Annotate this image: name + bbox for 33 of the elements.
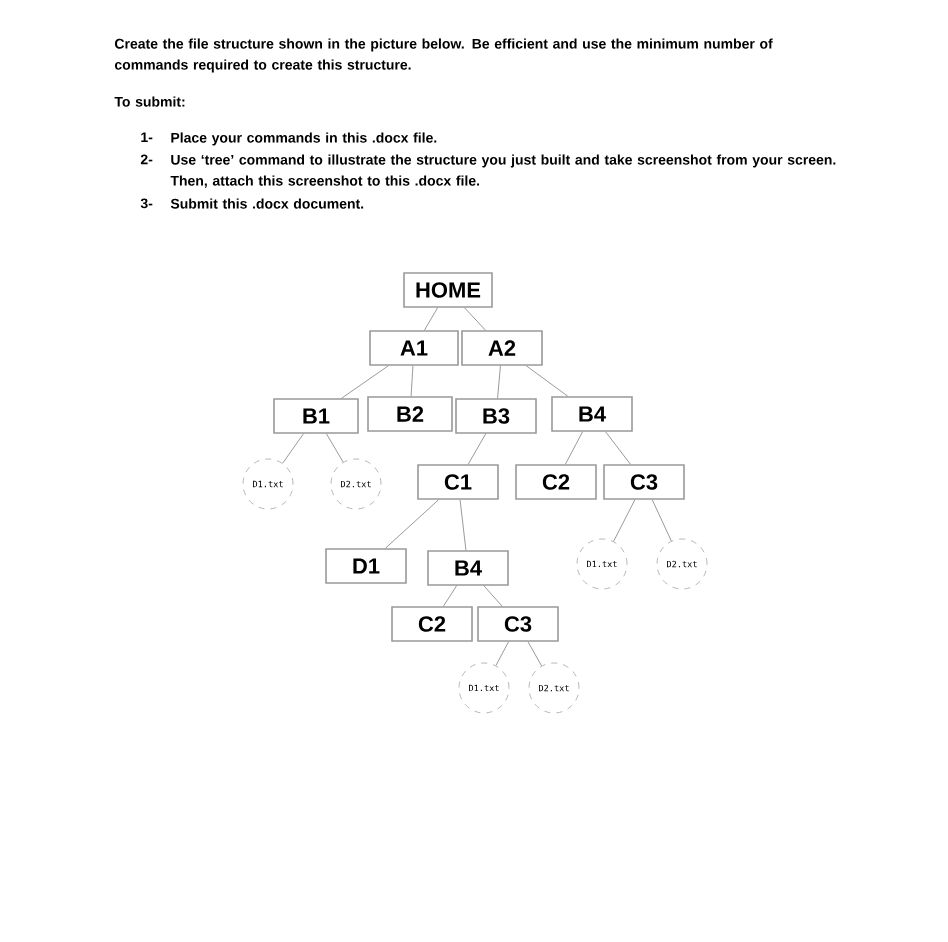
- connector-line: [565, 431, 583, 465]
- connector-line: [497, 365, 501, 399]
- folder-box: C1: [417, 464, 499, 500]
- folder-box: A1: [369, 330, 459, 366]
- connector-line: [443, 585, 457, 607]
- connector-line: [459, 499, 467, 551]
- folder-box: B2: [367, 396, 453, 432]
- folder-box: B1: [273, 398, 359, 434]
- connector-line: [282, 433, 304, 464]
- connector-line: [326, 433, 344, 463]
- connector-line: [651, 499, 672, 542]
- connector-line: [385, 499, 439, 549]
- connector-line: [410, 365, 414, 397]
- connector-line: [464, 307, 486, 331]
- connector-line: [483, 585, 503, 607]
- folder-box: D1: [325, 548, 407, 584]
- folder-box: B4: [551, 396, 633, 432]
- connector-line: [605, 431, 631, 465]
- folder-box: B3: [455, 398, 537, 434]
- connector-line: [341, 365, 389, 399]
- connector-line: [525, 365, 569, 397]
- folder-box: A2: [461, 330, 543, 366]
- folder-box: C3: [603, 464, 685, 500]
- connector-line: [527, 641, 542, 667]
- connector-line: [424, 307, 438, 331]
- connector-line: [613, 499, 636, 542]
- folder-box: C2: [391, 606, 473, 642]
- folder-box: C2: [515, 464, 597, 500]
- folder-box: B4: [427, 550, 509, 586]
- folder-box: C3: [477, 606, 559, 642]
- connector-line: [495, 641, 509, 666]
- folder-box: HOME: [403, 272, 493, 308]
- connector-line: [467, 433, 487, 465]
